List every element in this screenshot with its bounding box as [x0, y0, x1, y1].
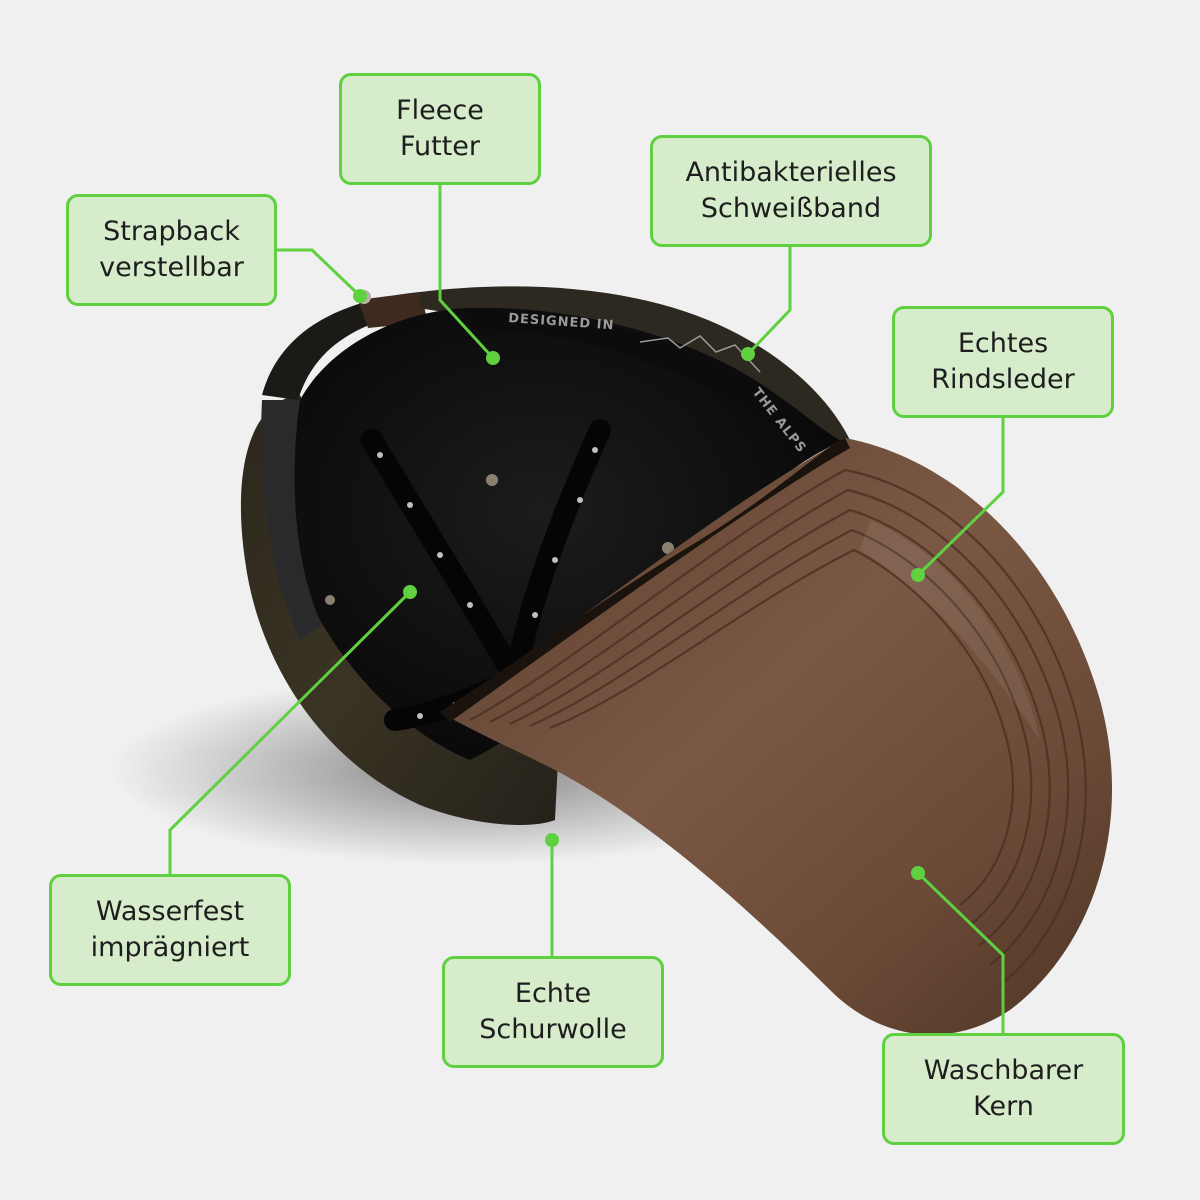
callout-wool-line1: Echte [514, 978, 592, 1009]
callout-waterproof: Wasserfest imprägniert [49, 874, 291, 986]
callout-dots [353, 289, 925, 880]
callout-strapback-line2: verstellbar [99, 252, 244, 283]
callout-sweatband-line1: Antibakterielles [685, 157, 897, 188]
callout-strapback-line1: Strapback [103, 216, 240, 247]
eyelet [486, 474, 498, 486]
dot-sweatband [741, 347, 755, 361]
callout-waterproof-line1: Wasserfest [95, 896, 245, 927]
callout-washable-core: Waschbarer Kern [882, 1033, 1125, 1145]
connector-core [916, 871, 1005, 1034]
sweatband [470, 309, 800, 440]
connector-leather [916, 417, 1005, 577]
strapback-strap [262, 292, 434, 400]
callout-sweatband-line2: Schweißband [700, 193, 882, 224]
dot-fleece [486, 351, 500, 365]
callout-strapback: Strapback verstellbar [66, 194, 277, 306]
eyelet [325, 595, 335, 605]
callout-core-line1: Waschbarer [923, 1055, 1084, 1086]
callout-leather: Echtes Rindsleder [892, 306, 1114, 418]
connector-fleece [438, 184, 495, 360]
leather-brim [440, 438, 1113, 1035]
callout-fleece-line1: Fleece [396, 95, 484, 126]
callout-fleece-lining: Fleece Futter [339, 73, 541, 185]
callout-connectors [168, 184, 1005, 1034]
dot-strapback [353, 289, 367, 303]
brim-stitching [469, 468, 1087, 986]
mountain-line-icon [639, 335, 761, 373]
callout-wool-line2: Schurwolle [479, 1014, 627, 1045]
callout-leather-line2: Rindsleder [931, 364, 1075, 395]
callout-waterproof-line2: imprägniert [90, 932, 250, 963]
dot-wool [545, 833, 559, 847]
dot-core [911, 866, 925, 880]
dot-waterproof [403, 585, 417, 599]
brim-seam [440, 438, 850, 722]
callout-sweatband: Antibakterielles Schweißband [650, 135, 932, 247]
connector-strapback [276, 248, 362, 298]
connector-sweatband [746, 246, 792, 356]
inner-side-band [261, 400, 322, 640]
dot-leather [911, 568, 925, 582]
callout-wool: Echte Schurwolle [442, 956, 664, 1068]
brim-highlight [860, 520, 1040, 740]
connector-waterproof [168, 590, 412, 876]
eyelet [662, 542, 674, 554]
callout-core-line2: Kern [973, 1091, 1034, 1122]
sweatband-print-designed-in: DESIGNED IN [508, 311, 615, 333]
callout-leather-line1: Echtes [957, 328, 1049, 359]
callout-fleece-line2: Futter [399, 131, 481, 162]
